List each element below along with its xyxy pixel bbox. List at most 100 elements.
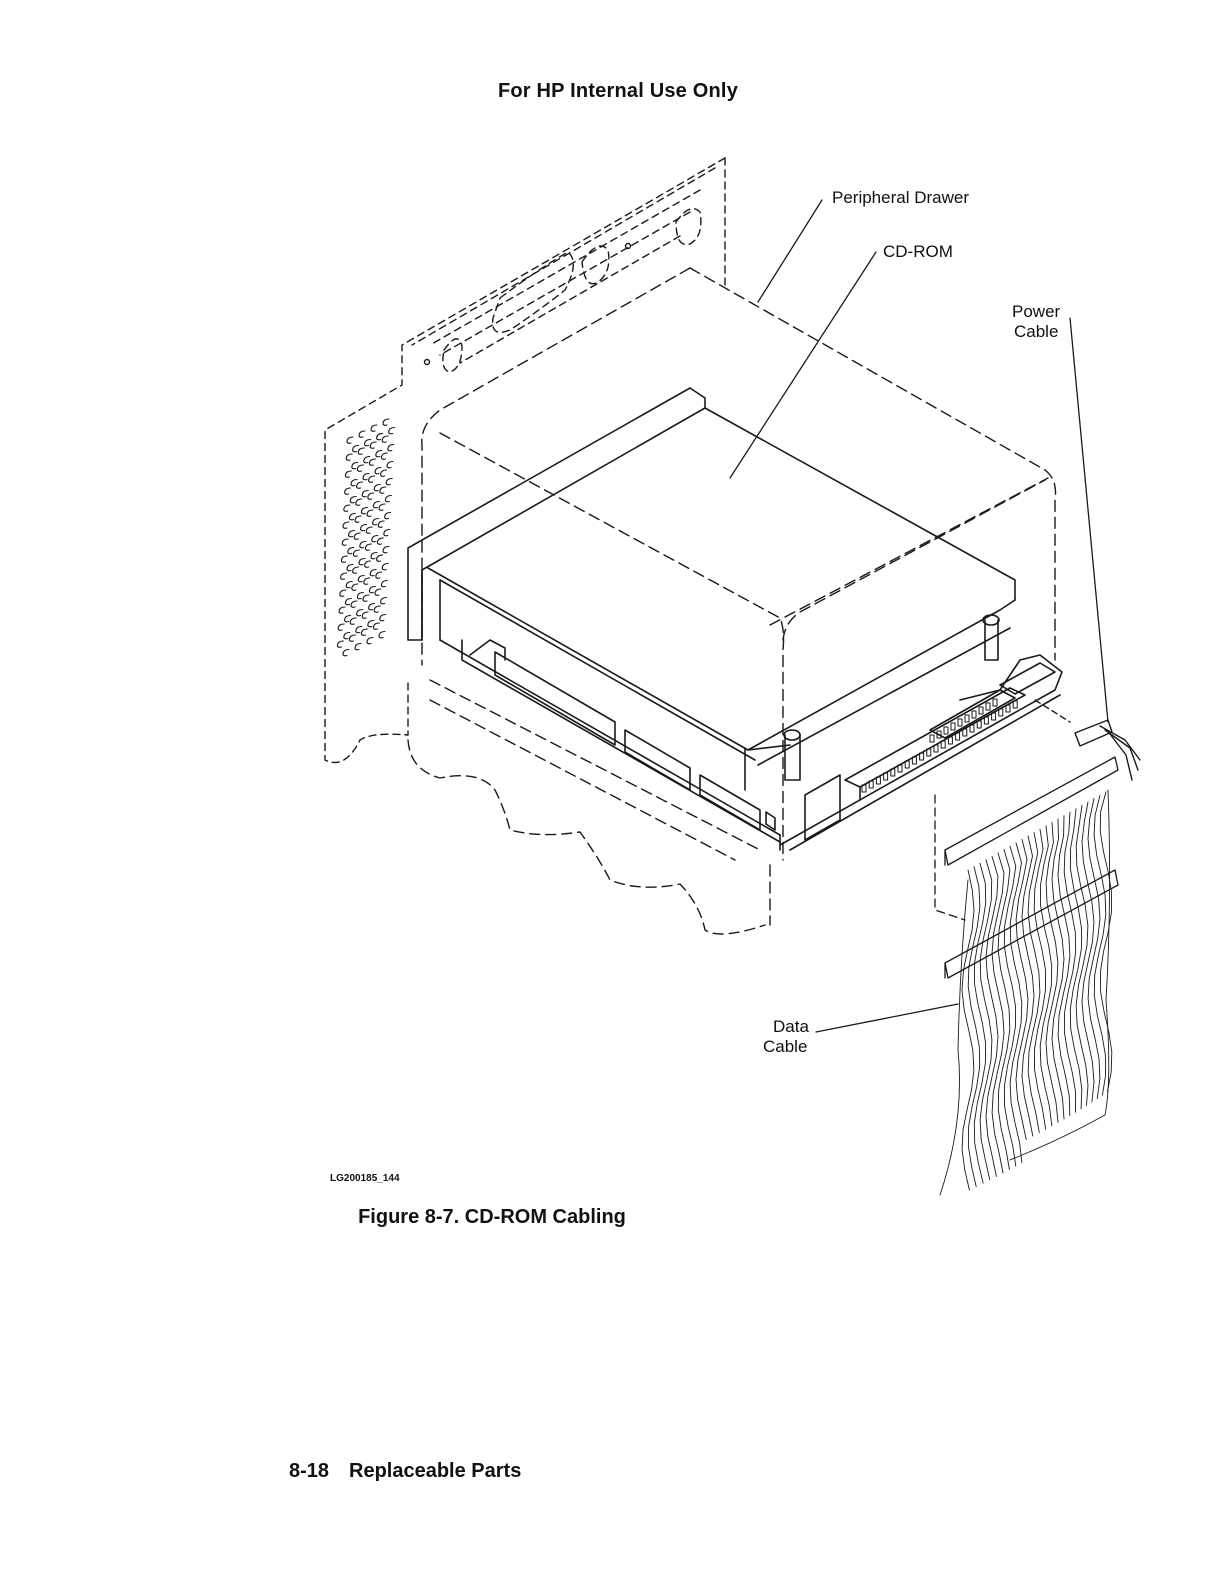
callout-power-cable-line1: Power — [1012, 302, 1061, 321]
ribbon-wire — [1022, 836, 1034, 1136]
vent-hole — [348, 548, 354, 554]
power-cable-connector — [1035, 700, 1140, 780]
vent-hole — [381, 598, 387, 604]
vent-hole — [380, 615, 386, 621]
vent-hole — [378, 521, 384, 527]
vent-hole — [345, 471, 351, 477]
vent-hole — [374, 485, 380, 491]
connector-pin — [944, 727, 948, 734]
page-number: 8-18 — [289, 1460, 349, 1483]
vent-hole — [357, 465, 363, 471]
vent-hole — [377, 434, 383, 440]
vent-hole — [356, 499, 362, 505]
vent-hole — [350, 497, 356, 503]
vent-hole — [365, 440, 371, 446]
vent-hole — [349, 635, 355, 641]
vent-hole — [379, 504, 385, 510]
vent-hole — [382, 436, 388, 442]
callout-cd-rom: CD-ROM — [883, 242, 953, 261]
vent-hole — [388, 445, 394, 451]
vent-hole — [381, 453, 387, 459]
rear-panel — [325, 158, 725, 763]
cd-rom-drive — [408, 388, 1062, 850]
vent-hole — [376, 451, 382, 457]
vent-hole — [358, 576, 364, 582]
ribbon-wire — [1052, 819, 1064, 1119]
vent-hole — [342, 539, 348, 545]
vent-hole — [385, 496, 391, 502]
vent-hole — [364, 578, 370, 584]
vent-hole — [353, 446, 359, 452]
vent-hole — [340, 590, 346, 596]
vent-hole — [370, 570, 376, 576]
vent-hole — [374, 606, 380, 612]
vent-hole — [360, 542, 366, 548]
vent-hole — [371, 425, 377, 431]
vent-hole — [383, 419, 389, 425]
vent-hole — [375, 468, 381, 474]
vent-hole — [353, 550, 359, 556]
vent-hole — [365, 561, 371, 567]
vent-hole — [377, 538, 383, 544]
vent-hole — [361, 629, 367, 635]
vent-hole — [369, 587, 375, 593]
ribbon-wire — [1064, 812, 1076, 1112]
vent-hole — [358, 448, 364, 454]
figure-caption-text: Figure 8-7. CD-ROM Cabling — [358, 1206, 626, 1229]
vent-hole — [349, 514, 355, 520]
vent-hole — [382, 564, 388, 570]
vent-hole — [387, 462, 393, 468]
ribbon-wires — [940, 790, 1112, 1195]
ribbon-edge-left — [940, 880, 968, 1195]
figure-id: LG200185_144 — [330, 1173, 400, 1184]
vent-hole — [345, 616, 351, 622]
vent-hole — [359, 431, 365, 437]
vent-hole — [343, 650, 349, 656]
vent-hole — [347, 437, 353, 443]
vent-hole — [369, 604, 375, 610]
drawer-cutaway — [408, 740, 765, 934]
vent-hole — [364, 457, 370, 463]
vent-hole — [386, 479, 392, 485]
vent-hole — [376, 572, 382, 578]
vent-hole — [383, 547, 389, 553]
ribbon-wire — [1088, 799, 1100, 1099]
ribbon-wire — [1058, 816, 1070, 1116]
callout-data-cable-line2: Cable — [763, 1037, 807, 1056]
connector-pin — [993, 699, 997, 706]
vent-hole — [357, 482, 363, 488]
vent-hole — [363, 595, 369, 601]
vent-hole — [339, 607, 345, 613]
vent-hole — [352, 584, 358, 590]
vent-hole — [384, 530, 390, 536]
vent-hole — [373, 519, 379, 525]
vent-hole — [361, 525, 367, 531]
vent-hole — [371, 553, 377, 559]
connector-pin — [951, 723, 955, 730]
connector-pin — [930, 735, 934, 742]
vent-hole — [355, 644, 361, 650]
vent-hole — [350, 618, 356, 624]
vent-hole — [351, 601, 357, 607]
ribbon-wire — [974, 863, 985, 1183]
vent-hole — [369, 476, 375, 482]
vent-hole — [356, 627, 362, 633]
connector-pin — [979, 707, 983, 714]
vent-hole — [357, 610, 363, 616]
vent-hole — [344, 633, 350, 639]
vent-hole — [368, 493, 374, 499]
vent-hole — [357, 593, 363, 599]
ribbon-wire — [998, 850, 1010, 1170]
vent-hole — [365, 544, 371, 550]
vent-hole — [361, 508, 367, 514]
vent-hole — [366, 527, 372, 533]
vent-hole — [345, 599, 351, 605]
vent-hole — [389, 428, 395, 434]
figure-caption: Figure 8-7. CD-ROM Cabling — [0, 1206, 1224, 1229]
vent-hole — [349, 531, 355, 537]
callout-power-cable-line2: Cable — [1014, 322, 1058, 341]
ribbon-wire — [1076, 805, 1088, 1105]
vent-hole — [341, 556, 347, 562]
vent-hole — [368, 621, 374, 627]
